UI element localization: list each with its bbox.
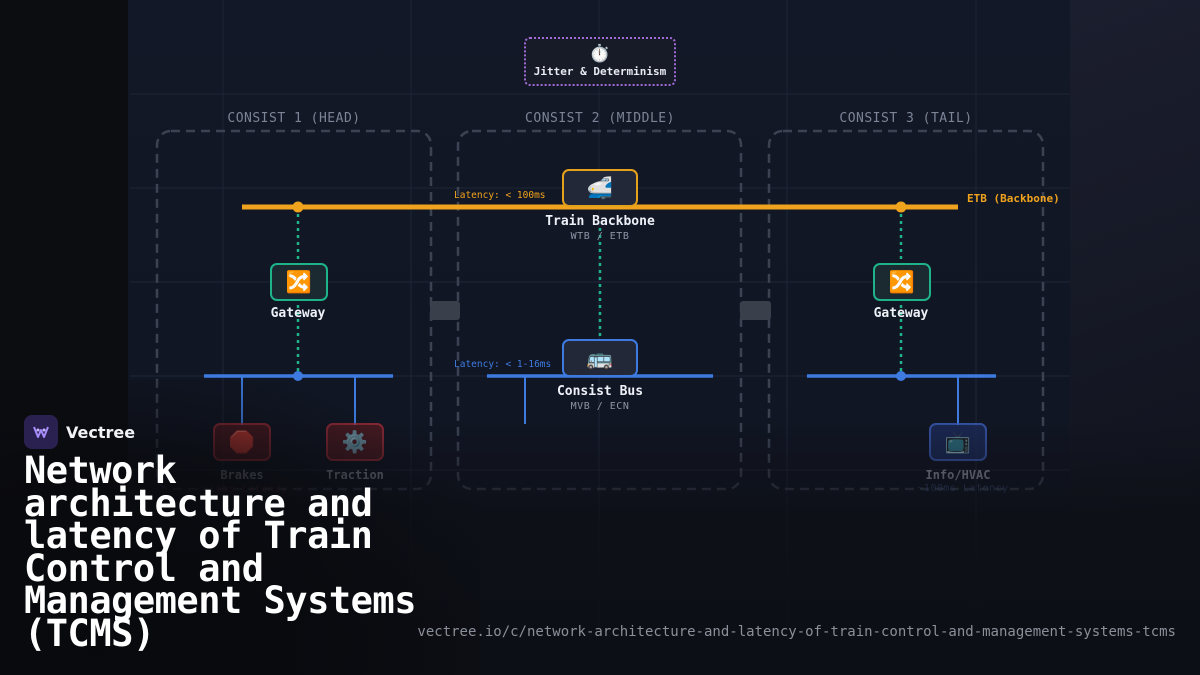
shuffle-icon: 🔀 <box>285 269 313 294</box>
jitter-determinism-box: ⏱️ Jitter & Determinism <box>524 37 676 86</box>
coupler-2-3 <box>740 301 771 320</box>
brand[interactable]: Vectree <box>24 415 135 449</box>
etb-line-label: ETB (Backbone) <box>967 192 1060 205</box>
stop-sign-icon: 🛑 <box>228 429 256 454</box>
backbone-latency: Latency: < 100ms <box>454 190 546 201</box>
gear-icon: ⚙️ <box>341 429 369 454</box>
consist-3-label: CONSIST 3 (TAIL) <box>839 111 973 126</box>
bus-junction-2 <box>896 371 906 381</box>
gateway-1-node[interactable]: 🔀 <box>270 263 328 301</box>
vectree-logo-icon <box>24 415 58 449</box>
consist-bus-subtitle: MVB / ECN <box>570 401 630 412</box>
backbone-junction-2 <box>895 201 907 213</box>
coupler-1-2 <box>430 301 460 320</box>
stopwatch-icon: ⏱️ <box>589 44 611 64</box>
bus-latency: Latency: < 1-16ms <box>454 359 552 370</box>
backbone-title: Train Backbone <box>545 214 655 229</box>
page-title: Network architecture and latency of Trai… <box>24 449 416 655</box>
consist-1-label: CONSIST 1 (HEAD) <box>227 111 361 126</box>
gateway-1-title: Gateway <box>270 306 326 321</box>
source-url[interactable]: vectree.io/c/network-architecture-and-la… <box>417 624 1176 640</box>
consist-bus-title: Consist Bus <box>556 384 644 399</box>
train-backbone-node[interactable]: 🚅 <box>562 169 638 207</box>
gateway-2-title: Gateway <box>873 306 929 321</box>
gateway-2-node[interactable]: 🔀 <box>873 263 931 301</box>
high-speed-train-icon: 🚅 <box>586 175 614 200</box>
info-hvac-latency: ~100ms Latency <box>917 483 1009 494</box>
bus-icon: 🚌 <box>586 345 614 370</box>
info-hvac-title: Info/HVAC <box>925 468 991 482</box>
shuffle-icon: 🔀 <box>888 269 916 294</box>
television-icon: 📺 <box>944 429 972 454</box>
consist-2-label: CONSIST 2 (MIDDLE) <box>525 111 675 126</box>
backbone-junction-1 <box>292 201 304 213</box>
brand-name: Vectree <box>66 422 136 442</box>
info-hvac-node[interactable]: 📺 <box>929 423 987 461</box>
jitter-label: Jitter & Determinism <box>533 65 667 78</box>
backbone-subtitle: WTB / ETB <box>570 231 630 242</box>
consist-bus-node[interactable]: 🚌 <box>562 339 638 377</box>
bus-junction-1 <box>293 371 303 381</box>
